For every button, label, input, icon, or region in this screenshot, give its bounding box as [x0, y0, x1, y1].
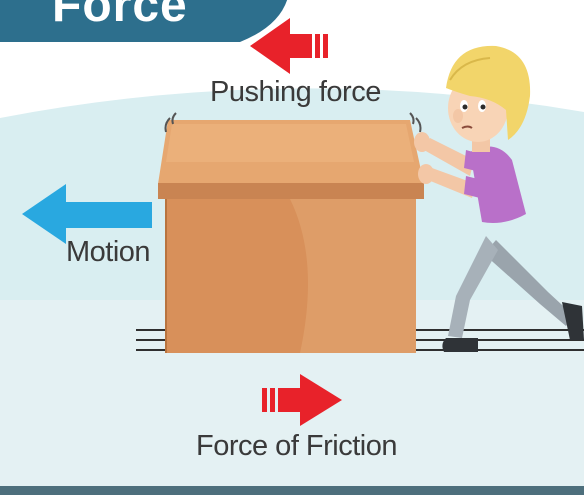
friction-label: Force of Friction	[196, 430, 397, 463]
motion-label: Motion	[66, 236, 150, 269]
pushing-force-label: Pushing force	[210, 76, 381, 109]
wooden-box	[158, 120, 424, 353]
page-title: Force	[52, 0, 188, 33]
bottom-border	[0, 486, 584, 495]
